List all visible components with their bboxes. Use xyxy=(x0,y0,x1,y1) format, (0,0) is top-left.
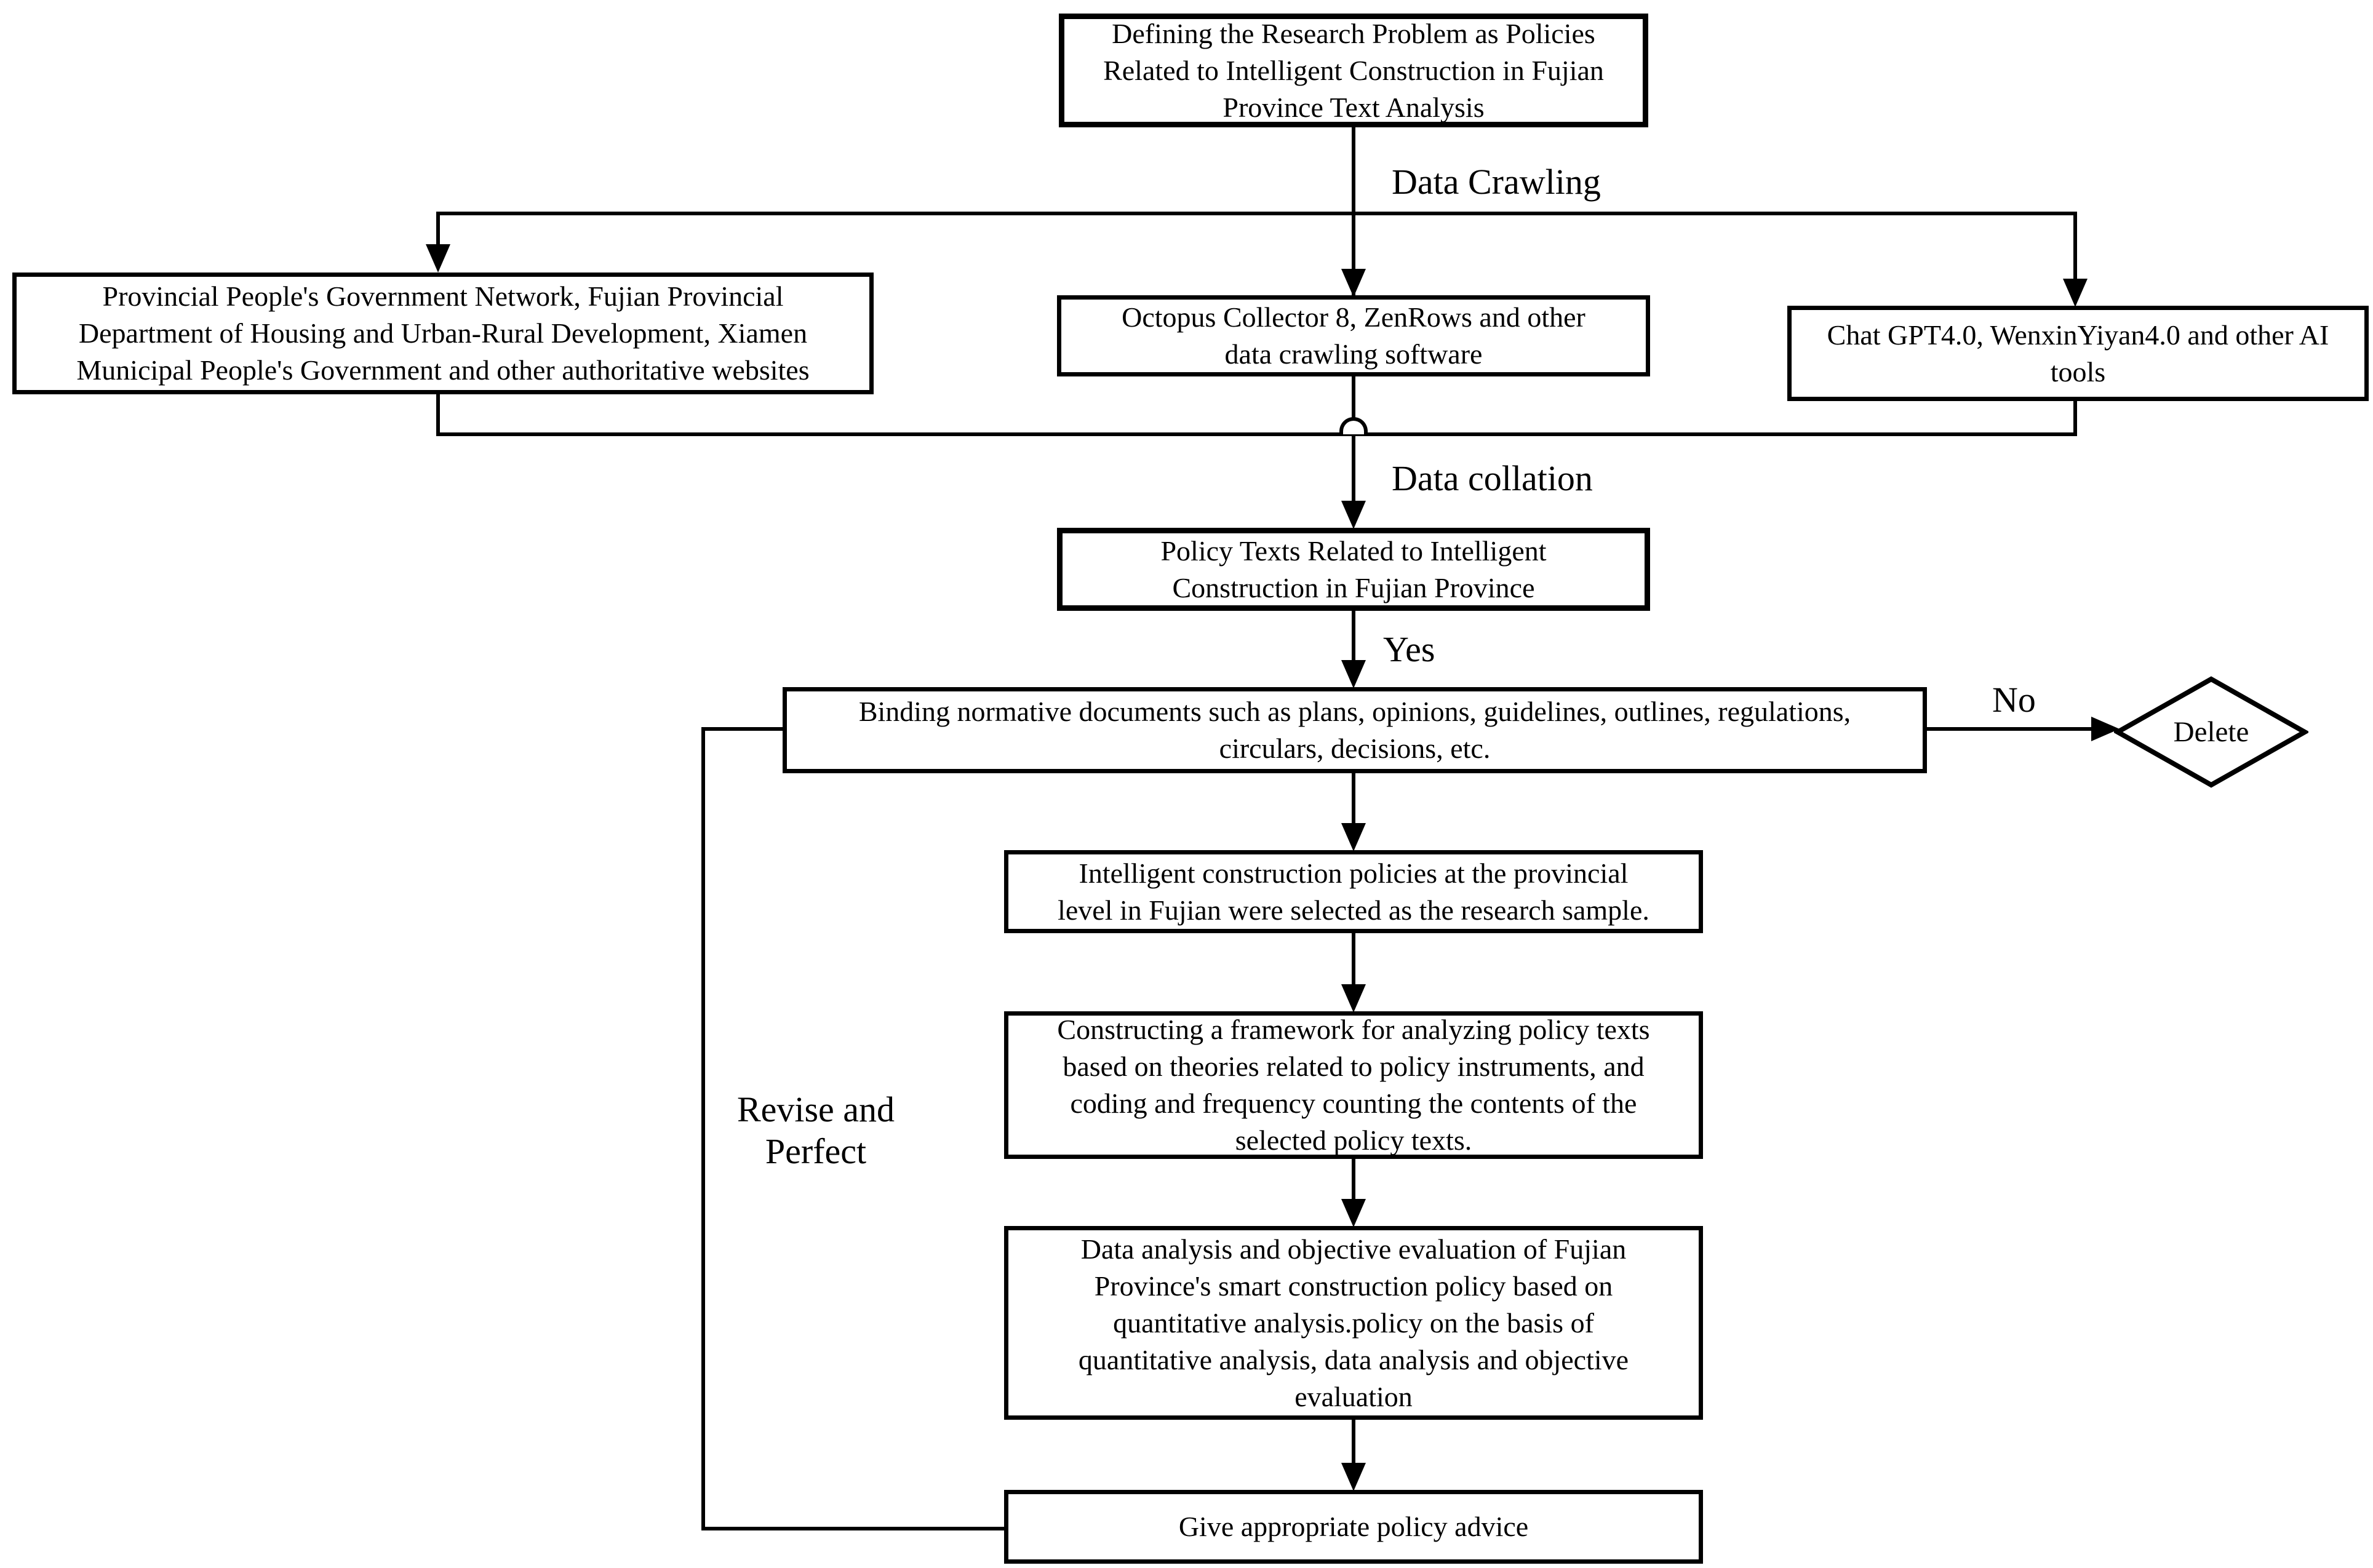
delete-diamond-shape xyxy=(2114,676,2308,788)
arrowhead-into-sample-icon xyxy=(1341,823,1366,851)
node-policy-advice: Give appropriate policy advice xyxy=(1004,1490,1703,1564)
connector-aitools-down xyxy=(2073,401,2077,436)
connector-websites-down xyxy=(436,394,440,436)
connector-merge-horizontal xyxy=(436,432,2077,436)
arrowhead-into-delete-icon xyxy=(2091,717,2120,741)
connector-branch-right-down xyxy=(2073,212,2077,289)
arrowhead-into-websites-icon xyxy=(426,244,450,273)
node-define-problem: Defining the Research Problem as Policie… xyxy=(1059,14,1648,127)
node-websites: Provincial People's Government Network, … xyxy=(12,273,874,394)
node-research-sample: Intelligent construction policies at the… xyxy=(1004,850,1703,933)
arrowhead-into-advice-icon xyxy=(1341,1463,1366,1491)
label-yes: Yes xyxy=(1383,629,1435,669)
delete-diamond: Delete xyxy=(2114,675,2308,789)
node-data-analysis: Data analysis and objective evaluation o… xyxy=(1004,1226,1703,1420)
delete-diamond-label: Delete xyxy=(2173,716,2249,748)
connector-sample-to-framework xyxy=(1352,933,1355,996)
arrowhead-into-aitools-icon xyxy=(2063,279,2088,307)
node-analysis-framework: Constructing a framework for analyzing p… xyxy=(1004,1011,1703,1159)
node-ai-tools: Chat GPT4.0, WenxinYiyan4.0 and other AI… xyxy=(1787,306,2369,401)
connector-branch-horizontal xyxy=(436,212,2077,215)
label-no: No xyxy=(1992,680,2036,720)
arrowhead-into-crawler-icon xyxy=(1341,269,1366,297)
connector-crawler-to-policy xyxy=(1352,376,1355,512)
arrowhead-into-framework-icon xyxy=(1341,984,1366,1013)
connector-branch-left-down xyxy=(436,212,440,255)
node-policy-texts: Policy Texts Related to Intelligent Cons… xyxy=(1057,528,1650,611)
label-revise-perfect: Revise and Perfect xyxy=(736,1089,895,1171)
connector-no-horizontal xyxy=(1927,727,2099,731)
arrowhead-into-policy-icon xyxy=(1341,501,1366,529)
connector-feedback-bottom xyxy=(701,1527,1006,1530)
connector-feedback-vertical xyxy=(701,727,705,1530)
connector-policy-to-binding xyxy=(1352,611,1355,671)
connector-binding-to-sample xyxy=(1352,773,1355,834)
label-data-crawling: Data Crawling xyxy=(1392,162,1601,202)
node-binding-documents: Binding normative documents such as plan… xyxy=(783,687,1927,773)
node-crawler-software: Octopus Collector 8, ZenRows and other d… xyxy=(1057,295,1650,376)
arrowhead-into-analysis-icon xyxy=(1341,1199,1366,1227)
connector-framework-to-analysis xyxy=(1352,1159,1355,1211)
line-jump-arc xyxy=(1339,417,1368,434)
connector-analysis-to-advice xyxy=(1352,1420,1355,1475)
connector-feedback-top xyxy=(701,727,784,731)
label-data-collation: Data collation xyxy=(1392,458,1593,498)
arrowhead-into-binding-icon xyxy=(1341,660,1366,688)
